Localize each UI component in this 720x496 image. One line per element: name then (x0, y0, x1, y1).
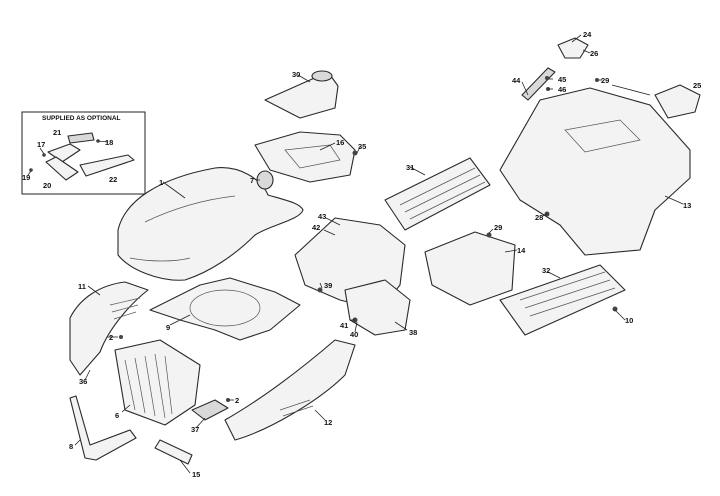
callout-11: 11 (78, 282, 86, 291)
part-foot-mat (499, 264, 626, 336)
callout-20: 20 (43, 181, 51, 190)
part-hood-frame (149, 277, 301, 341)
callout-29-top: 29 (601, 76, 609, 85)
callout-9: 9 (166, 323, 170, 332)
callout-43: 43 (318, 212, 326, 221)
callout-labels: 21 18 17 19 20 22 1 30 16 35 7 31 13 14 … (22, 30, 701, 479)
callout-15: 15 (192, 470, 200, 479)
part-bracket (154, 439, 193, 465)
callout-44: 44 (512, 76, 521, 85)
callout-28: 28 (535, 213, 543, 222)
callout-18: 18 (105, 138, 113, 147)
part-dash-cover (264, 70, 339, 119)
part-hood (117, 167, 304, 281)
callout-39: 39 (324, 281, 332, 290)
callout-31: 31 (406, 163, 414, 172)
callout-37: 37 (191, 425, 199, 434)
callout-30: 30 (292, 70, 300, 79)
callout-16: 16 (336, 138, 344, 147)
part-seat-base (424, 231, 516, 306)
callout-35: 35 (358, 142, 366, 151)
callout-46: 46 (558, 85, 566, 94)
callout-19: 19 (22, 173, 30, 182)
callout-29-mid: 29 (494, 223, 502, 232)
callout-21: 21 (53, 128, 61, 137)
callout-1: 1 (159, 178, 163, 187)
optional-parts-box: SUPPLIED AS OPTIONAL (21, 111, 146, 195)
part-cap (557, 37, 589, 59)
callout-7: 7 (250, 176, 254, 185)
part-grille (114, 339, 201, 426)
part-handle (521, 67, 556, 101)
callout-24: 24 (583, 30, 592, 39)
part-light (654, 84, 701, 119)
part-side-skirt (224, 339, 356, 441)
callout-17: 17 (37, 140, 45, 149)
callout-25: 25 (693, 81, 701, 90)
part-floor-mat (384, 157, 491, 231)
callout-45: 45 (558, 75, 566, 84)
part-rear-body (499, 87, 691, 256)
callout-38: 38 (409, 328, 417, 337)
callout-2-right: 2 (235, 396, 239, 405)
callout-32: 32 (542, 266, 550, 275)
callout-8: 8 (69, 442, 73, 451)
optional-box-title: SUPPLIED AS OPTIONAL (42, 115, 121, 122)
callout-6: 6 (115, 411, 119, 420)
callout-2-left: 2 (109, 333, 113, 342)
callout-13: 13 (683, 201, 691, 210)
part-lower-shield (344, 279, 411, 336)
callout-40: 40 (350, 330, 358, 339)
callout-14: 14 (517, 246, 526, 255)
leader-lines (27, 34, 684, 474)
part-trim-strip (69, 395, 137, 461)
callout-12: 12 (324, 418, 332, 427)
callout-42: 42 (312, 223, 320, 232)
callout-36: 36 (79, 377, 87, 386)
part-clip (191, 399, 229, 421)
callout-41: 41 (340, 321, 348, 330)
part-console (254, 131, 356, 183)
callout-22: 22 (109, 175, 117, 184)
callout-10: 10 (625, 316, 633, 325)
part-side-panel-left (69, 281, 149, 376)
callout-26: 26 (590, 49, 598, 58)
